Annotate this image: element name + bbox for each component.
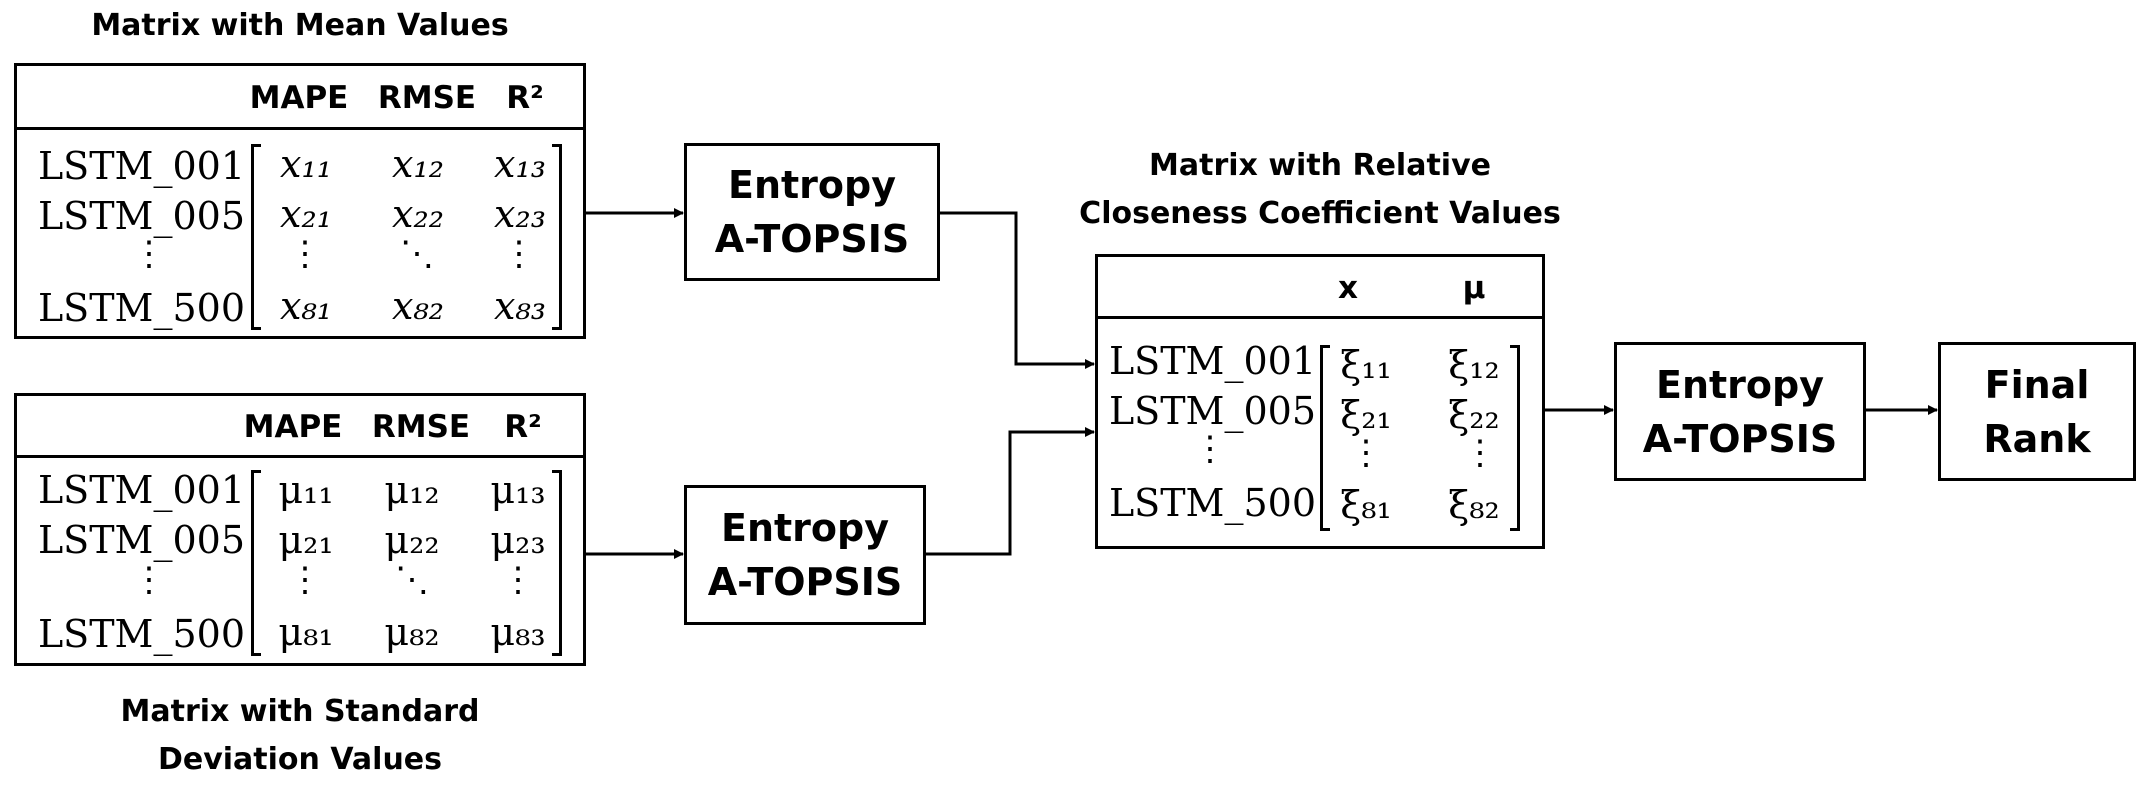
- mean-row-label-2: LSTM_005: [37, 194, 245, 238]
- std-cell-11: μ₁₁: [278, 468, 334, 512]
- cc-cell-21: ξ₂₁: [1340, 393, 1392, 437]
- cc-cell-22: ξ₂₂: [1448, 393, 1500, 437]
- cc-cell-11: ξ₁₁: [1340, 343, 1392, 387]
- std-cell-13: μ₁₃: [490, 468, 546, 512]
- std-cell-81: μ₈₁: [278, 610, 334, 654]
- std-left-bracket: [251, 470, 261, 656]
- mean-matrix-header: MAPE RMSE R²: [17, 66, 583, 130]
- mean-col-mape: MAPE: [249, 80, 349, 116]
- cc-vdots-col2: ⋮: [1463, 433, 1497, 473]
- mean-ddots: ⋱: [400, 234, 434, 274]
- cc-matrix-title: Matrix with Relative Closeness Coefficie…: [1060, 142, 1580, 238]
- std-cell-23: μ₂₃: [490, 518, 546, 562]
- std-matrix-header: MAPE RMSE R²: [17, 396, 583, 458]
- std-matrix-title-line2: Deviation Values: [157, 742, 443, 777]
- std-cell-21: μ₂₁: [278, 518, 334, 562]
- std-cell-82: μ₈₂: [384, 610, 440, 654]
- mean-cell-21: x₂₁: [280, 192, 332, 236]
- std-matrix-title-line1: Matrix with Standard: [120, 694, 480, 729]
- cc-matrix-header: x μ: [1098, 257, 1542, 319]
- std-vdots-col1: ⋮: [288, 560, 322, 600]
- mean-vdots-col3: ⋮: [502, 234, 536, 274]
- cc-cell-12: ξ₁₂: [1448, 343, 1500, 387]
- cc-matrix-title-line1: Matrix with Relative: [1149, 148, 1491, 183]
- cc-row-label-2: LSTM_005: [1108, 389, 1316, 433]
- mean-cell-81: x₈₁: [280, 284, 332, 328]
- std-row-label-2: LSTM_005: [37, 518, 245, 562]
- mean-right-bracket: [552, 144, 562, 330]
- cc-vdots-col1: ⋮: [1349, 433, 1383, 473]
- mean-matrix-title: Matrix with Mean Values: [91, 8, 509, 43]
- std-row-label-1: LSTM_001: [37, 468, 245, 512]
- std-vdots-col3: ⋮: [501, 560, 535, 600]
- mean-col-rmse: RMSE: [377, 80, 477, 116]
- cc-cell-82: ξ₈₂: [1448, 483, 1500, 527]
- mean-cell-12: x₁₂: [392, 142, 444, 186]
- entropy-bottom-line2: A-TOPSIS: [707, 560, 903, 604]
- mean-cell-11: x₁₁: [280, 142, 332, 186]
- entropy-final-line1: Entropy: [1656, 362, 1824, 407]
- entropy-atopsis-box-top: Entropy A-TOPSIS: [684, 143, 940, 281]
- std-cell-22: μ₂₂: [384, 518, 440, 562]
- cc-cell-81: ξ₈₁: [1340, 483, 1392, 527]
- cc-right-bracket: [1510, 345, 1520, 531]
- cc-matrix-title-line2: Closeness Coefficient Values: [1079, 196, 1561, 231]
- arrow-entropy-bottom-to-cc: [926, 427, 1095, 556]
- entropy-bottom-line1: Entropy: [721, 506, 889, 550]
- cc-matrix-box: x μ LSTM_001 LSTM_005 ⋮ LSTM_500 ξ₁₁ ξ₁₂…: [1095, 254, 1545, 549]
- entropy-top-line2: A-TOPSIS: [714, 217, 910, 261]
- mean-cell-13: x₁₃: [494, 142, 546, 186]
- std-cell-83: μ₈₃: [490, 610, 546, 654]
- mean-row-label-1: LSTM_001: [37, 144, 245, 188]
- final-rank-line2: Rank: [1983, 416, 2091, 461]
- std-right-bracket: [552, 470, 562, 656]
- std-row-label-4: LSTM_500: [37, 612, 245, 656]
- entropy-atopsis-box-final: Entropy A-TOPSIS: [1614, 342, 1866, 481]
- mean-row-label-vdots: ⋮: [132, 234, 166, 274]
- mean-cell-22: x₂₂: [392, 192, 444, 236]
- std-col-r2: R²: [504, 409, 542, 445]
- std-cell-12: μ₁₂: [384, 468, 440, 512]
- std-ddots: ⋱: [395, 560, 429, 600]
- cc-row-label-4: LSTM_500: [1108, 481, 1316, 525]
- mean-vdots-col1: ⋮: [288, 234, 322, 274]
- std-row-label-vdots: ⋮: [132, 560, 166, 600]
- mean-cell-82: x₈₂: [392, 284, 444, 328]
- final-rank-box: Final Rank: [1938, 342, 2136, 481]
- cc-col-mu: μ: [1462, 270, 1486, 306]
- std-matrix-box: MAPE RMSE R² LSTM_001 LSTM_005 ⋮ LSTM_50…: [14, 393, 586, 666]
- mean-cell-23: x₂₃: [494, 192, 546, 236]
- mean-cell-83: x₈₃: [494, 284, 546, 328]
- std-col-rmse: RMSE: [371, 409, 471, 445]
- mean-col-r2: R²: [506, 80, 544, 116]
- cc-row-label-1: LSTM_001: [1108, 339, 1316, 383]
- arrow-entropy-top-to-cc: [940, 211, 1095, 369]
- entropy-final-line2: A-TOPSIS: [1642, 416, 1838, 461]
- std-matrix-title: Matrix with Standard Deviation Values: [30, 688, 570, 784]
- cc-col-x: x: [1338, 270, 1358, 306]
- mean-row-label-4: LSTM_500: [37, 286, 245, 330]
- cc-row-label-vdots: ⋮: [1193, 429, 1227, 469]
- std-col-mape: MAPE: [243, 409, 343, 445]
- entropy-atopsis-box-bottom: Entropy A-TOPSIS: [684, 485, 926, 625]
- final-rank-line1: Final: [1984, 362, 2090, 407]
- mean-left-bracket: [251, 144, 261, 330]
- mean-matrix-box: MAPE RMSE R² LSTM_001 LSTM_005 ⋮ LSTM_50…: [14, 63, 586, 339]
- cc-left-bracket: [1320, 345, 1330, 531]
- entropy-top-line1: Entropy: [728, 163, 896, 207]
